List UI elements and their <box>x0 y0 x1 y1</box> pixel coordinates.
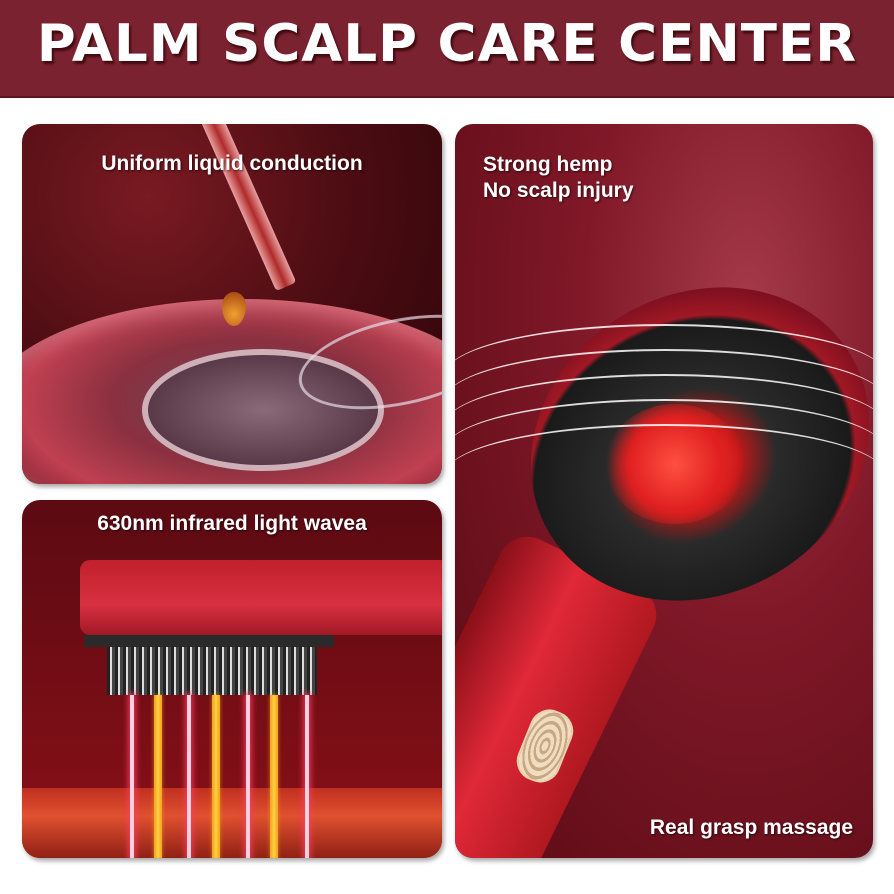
brush-head-image <box>80 560 442 635</box>
caption-liquid-conduction: Uniform liquid conduction <box>101 152 363 175</box>
caption-real-grasp-massage: Real grasp massage <box>649 816 853 839</box>
panel-infrared-light: 630nm infrared light wavea <box>22 500 442 858</box>
light-beam-red <box>246 695 250 858</box>
caption-strong-hemp: Strong hemp No scalp injury <box>483 152 634 204</box>
light-beam-red <box>187 695 191 858</box>
light-beam-red <box>305 695 309 858</box>
airflow-line <box>455 324 873 426</box>
dish-inner-ring <box>142 349 384 471</box>
airflow-line <box>455 399 873 501</box>
airflow-line <box>455 349 873 451</box>
light-beam-red <box>130 695 134 858</box>
airflow-line <box>455 374 873 476</box>
light-beam-yellow <box>212 695 220 858</box>
light-beam-yellow <box>154 695 162 858</box>
bristles-image <box>107 647 317 695</box>
brush-rim <box>84 635 334 647</box>
caption-line: Strong hemp <box>483 153 613 176</box>
pipette-image <box>194 124 297 292</box>
caption-infrared-light: 630nm infrared light wavea <box>97 512 367 535</box>
panel-strong-hemp: Strong hemp No scalp injury Real grasp m… <box>455 124 873 858</box>
caption-line: No scalp injury <box>483 179 634 202</box>
light-beam-yellow <box>270 695 278 858</box>
panel-liquid-conduction: Uniform liquid conduction <box>22 124 442 484</box>
header-banner: PALM SCALP CARE CENTER <box>0 0 894 98</box>
scalp-image <box>22 788 442 858</box>
page-title: PALM SCALP CARE CENTER <box>36 14 858 74</box>
serum-drop-icon <box>222 292 246 326</box>
airflow-line <box>455 424 873 526</box>
